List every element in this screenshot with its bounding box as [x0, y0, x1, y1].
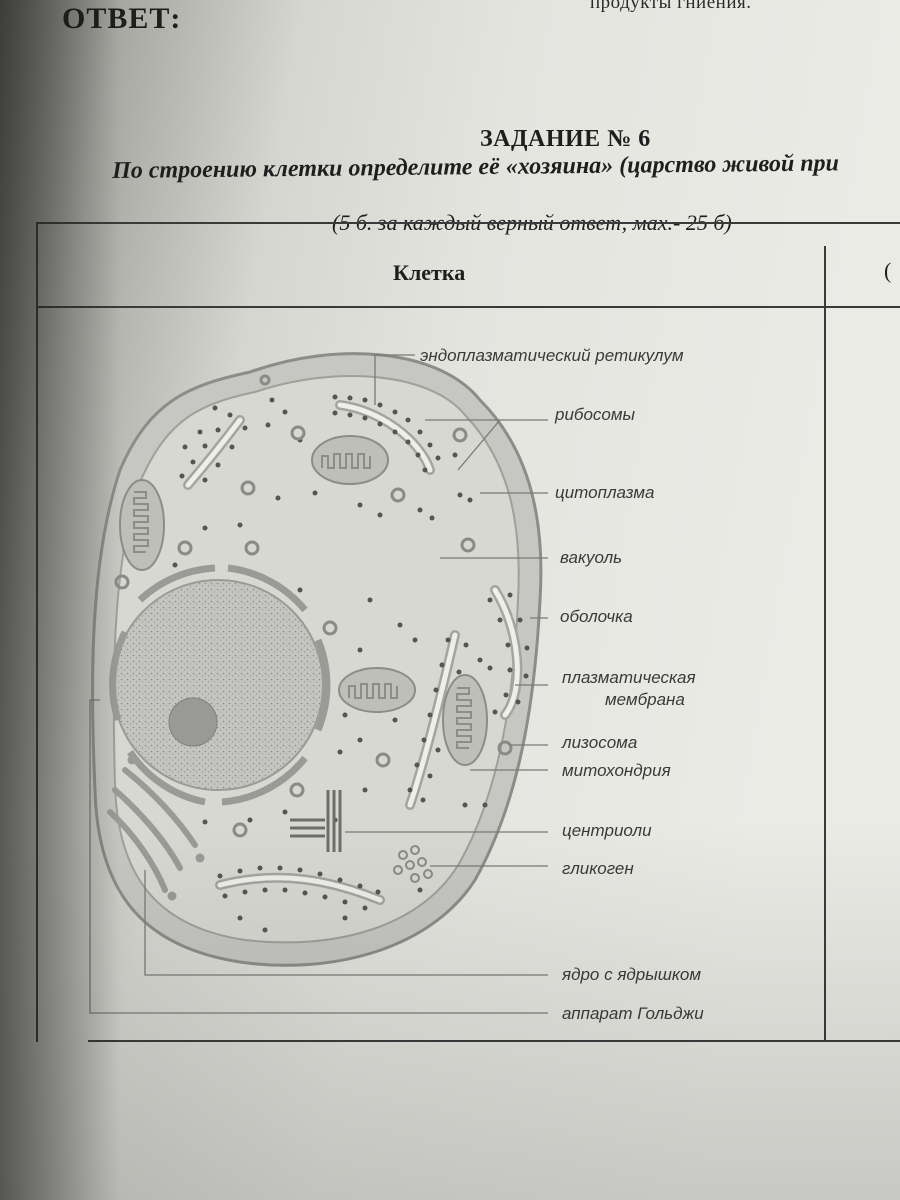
- nucleus: [109, 564, 331, 806]
- label-envelope: оболочка: [560, 607, 633, 626]
- table-header-cell: Клетка: [393, 260, 466, 285]
- task-title: ЗАДАНИЕ № 6: [480, 126, 651, 152]
- lysosomes: [114, 374, 513, 838]
- golgi-apparatus: [107, 755, 205, 901]
- label-golgi: аппарат Гольджи: [562, 1004, 704, 1023]
- previous-text-fragment: продукты гниения.: [590, 0, 752, 13]
- label-cytoplasm: цитоплазма: [555, 483, 654, 502]
- table-top-border: [36, 222, 900, 224]
- label-endoplasmic-reticulum: эндоплазматический ретикулум: [420, 346, 684, 365]
- nucleolus: [168, 697, 218, 747]
- label-glycogen: гликоген: [562, 859, 634, 878]
- label-ribosomes: рибосомы: [554, 405, 636, 424]
- label-mitochondrion: митохондрия: [562, 761, 671, 780]
- table-bottom-border: [88, 1040, 900, 1042]
- label-centrioles: центриоли: [562, 821, 652, 840]
- label-nucleus: ядро с ядрышком: [561, 965, 701, 984]
- label-vacuole: вакуоль: [560, 548, 622, 567]
- endoplasmic-reticulum: [183, 400, 523, 905]
- table-header-divider: [36, 306, 900, 308]
- label-plasma-membrane-2: мембрана: [605, 690, 685, 709]
- mitochondria: [119, 435, 488, 766]
- centrioles: [290, 790, 342, 852]
- label-lysosome: лизосома: [561, 733, 637, 752]
- label-plasma-membrane-1: плазматическая: [562, 668, 696, 687]
- table-column-divider: [824, 246, 826, 1042]
- table-header-cell-2: (: [884, 258, 892, 283]
- glycogen: [393, 845, 433, 883]
